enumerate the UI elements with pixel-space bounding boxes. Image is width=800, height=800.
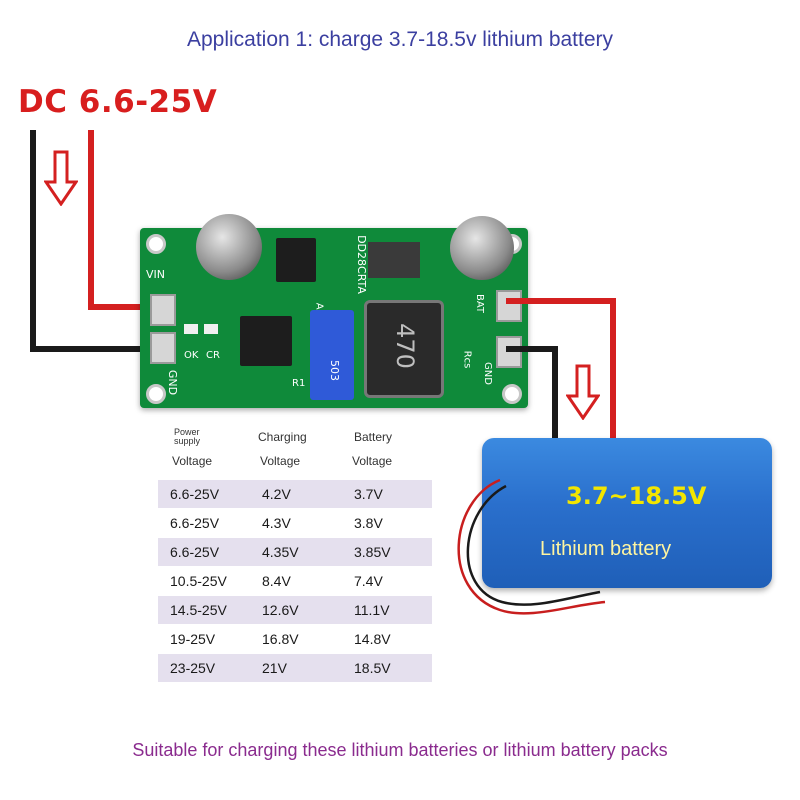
adjust-potentiometer[interactable] (310, 310, 354, 400)
input-capacitor (196, 214, 262, 280)
table-header-power-supply: Power supply (174, 427, 201, 446)
table-row: 6.6-25V 4.35V 3.85V (158, 538, 432, 566)
headline: Application 1: charge 3.7-18.5v lithium … (186, 28, 614, 51)
charger-module-board: VIN GND DD28CRTA OK CR ADJ 503 R1 470 BA… (140, 214, 528, 408)
table-row: 10.5-25V 8.4V 7.4V (158, 567, 432, 595)
output-red-wire-vertical (610, 298, 616, 444)
pot-value: 503 (328, 360, 341, 381)
cr-label: CR (206, 350, 220, 361)
input-black-wire-horizontal (30, 346, 170, 352)
vin-label: VIN (146, 268, 165, 281)
gnd-terminal-right (496, 336, 522, 368)
battery-cell: 3.7V (354, 486, 383, 502)
charge-cell: 21V (262, 660, 287, 676)
bat-label: BAT (474, 293, 486, 314)
table-header-supply-voltage: Voltage (172, 454, 213, 468)
inductor (364, 300, 444, 398)
output-red-wire-horizontal (506, 298, 616, 304)
input-red-wire-vertical (88, 130, 94, 310)
output-capacitor (450, 216, 514, 280)
table-row: 19-25V 16.8V 14.8V (158, 625, 432, 653)
gnd-label-left: GND (166, 369, 180, 396)
bat-terminal (496, 290, 522, 322)
footer-note: Suitable for charging these lithium batt… (132, 740, 668, 760)
battery-type-label: Lithium battery (540, 538, 672, 560)
battery-voltage-label: 3.7~18.5V (566, 482, 707, 510)
rcs-label: Rcs (461, 350, 473, 369)
supply-cell: 6.6-25V (170, 515, 220, 531)
mounting-hole (146, 384, 166, 404)
charge-cell: 4.3V (262, 515, 291, 531)
battery-cell: 18.5V (354, 660, 391, 676)
lithium-battery-pack (482, 438, 772, 588)
battery-cell: 3.85V (354, 544, 391, 560)
charge-cell: 4.35V (262, 544, 299, 560)
supply-cell: 14.5-25V (170, 602, 227, 618)
charge-cell: 16.8V (262, 631, 299, 647)
battery-cell: 3.8V (354, 515, 383, 531)
output-black-wire-vertical (552, 346, 558, 444)
battery-cell: 7.4V (354, 573, 383, 589)
ic-chip (276, 238, 316, 282)
table-header-battery-voltage: Voltage (352, 454, 393, 468)
gnd-terminal-left (150, 332, 176, 364)
model-label: DD28CRTA (354, 235, 368, 294)
supply-cell: 19-25V (170, 631, 216, 647)
ok-label: OK (184, 350, 199, 361)
battery-leads (457, 478, 606, 615)
table-header-battery: Battery (354, 430, 393, 444)
charge-cell: 8.4V (262, 573, 291, 589)
supply-cell: 6.6-25V (170, 544, 220, 560)
input-black-wire-vertical (30, 130, 36, 352)
charge-cell: 12.6V (262, 602, 299, 618)
diode (368, 242, 420, 278)
table-header-charging: Charging (258, 430, 307, 444)
supply-cell: 23-25V (170, 660, 216, 676)
input-red-wire-horizontal (88, 304, 170, 310)
mounting-hole (146, 234, 166, 254)
inductor-value: 470 (390, 323, 419, 369)
table-row: 23-25V 21V 18.5V (158, 654, 432, 682)
mounting-hole (502, 384, 522, 404)
output-black-wire-horizontal (506, 346, 558, 352)
table-row: 6.6-25V 4.3V 3.8V (158, 509, 432, 537)
supply-cell: 6.6-25V (170, 486, 220, 502)
down-arrow-icon (566, 364, 600, 420)
gnd-label-right: GND (481, 362, 493, 385)
led-cr (204, 324, 218, 334)
battery-cell: 14.8V (354, 631, 391, 647)
supply-cell: 10.5-25V (170, 573, 227, 589)
ic-chip (240, 316, 292, 366)
down-arrow-icon (44, 150, 78, 206)
table-header-charging-voltage: Voltage (260, 454, 301, 468)
charge-cell: 4.2V (262, 486, 291, 502)
led-ok (184, 324, 198, 334)
r1-label: R1 (292, 378, 306, 389)
table-row: 6.6-25V 4.2V 3.7V (158, 480, 432, 508)
table-row: 14.5-25V 12.6V 11.1V (158, 596, 432, 624)
vin-terminal (150, 294, 176, 326)
battery-cell: 11.1V (354, 602, 390, 618)
input-voltage-label: DC 6.6-25V (18, 84, 218, 120)
